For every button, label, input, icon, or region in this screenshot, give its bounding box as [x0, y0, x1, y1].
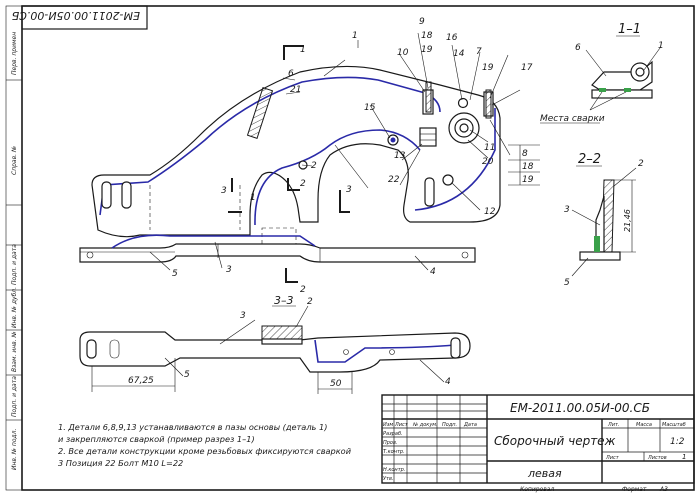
- callout: 5: [564, 278, 570, 288]
- side-label: Перв. примен: [11, 32, 18, 75]
- tb-sheet-label: Лист: [605, 455, 620, 461]
- callout: 5: [184, 370, 190, 380]
- callout: 1: [658, 41, 664, 51]
- technical-notes: 1. Детали 6,8,9,13 устанавливаются в паз…: [58, 422, 352, 468]
- tb-col-header: № докум.: [412, 422, 438, 428]
- callout: 1: [352, 31, 358, 41]
- view-title: 1–1: [618, 22, 641, 37]
- tb-format-value: А3: [659, 486, 668, 493]
- callout: 2: [307, 297, 313, 307]
- callout: 2: [638, 159, 644, 169]
- callout: 4: [445, 377, 451, 387]
- tb-row-label: Утв.: [383, 476, 394, 482]
- tb-format-label: Формат: [622, 486, 647, 493]
- left-side-strip: Перв. примен Справ. № Подп. и дата Инв. …: [5, 5, 23, 491]
- tb-col-header: Подп.: [442, 422, 457, 428]
- callout: 2: [300, 285, 306, 295]
- note-line: 2. Все детали конструкции кроме резьбовы…: [58, 446, 352, 456]
- side-label: Инв. № дубл.: [11, 287, 18, 328]
- view-3-3: 3–3 3 2 5 4 67,25 50: [79, 294, 471, 394]
- tb-scale-value: 1:2: [670, 437, 685, 447]
- view-2-2: 2–2 21,46 2 3 5: [564, 152, 644, 288]
- callout: 12: [484, 207, 496, 217]
- side-label: Инв. № подл.: [11, 429, 18, 470]
- weld-note: Места сварки: [540, 114, 605, 124]
- tb-row-label: Разраб.: [383, 431, 403, 437]
- tb-sheets-value: 1: [682, 453, 686, 461]
- note-line: 3 Позиция 22 Болт М10 L=22: [58, 458, 183, 468]
- side-label: Подп. и дата: [11, 244, 18, 285]
- callout: 5: [172, 269, 178, 279]
- callout: 18: [522, 162, 534, 172]
- callout: 3: [564, 205, 570, 215]
- tb-sheets-label: Листов: [647, 455, 667, 461]
- view-title: 3–3: [274, 294, 294, 307]
- dimension: 50: [330, 379, 342, 389]
- view-1-1: 1–1 6 1 Места сварки: [540, 22, 664, 124]
- dimension: 67,25: [128, 376, 154, 386]
- callout: 3: [346, 185, 352, 195]
- callout: 13: [394, 151, 406, 161]
- tb-scale-label: Масштаб: [662, 422, 686, 428]
- callout: 17: [521, 63, 533, 73]
- callout: 6: [288, 69, 294, 79]
- callout: 2: [311, 161, 317, 171]
- tb-row-label: Пров.: [383, 440, 398, 446]
- title-subtitle: левая: [527, 467, 562, 480]
- callout: 10: [397, 48, 409, 58]
- tb-copied: Копировал: [520, 486, 554, 493]
- tb-col-header: Изм: [383, 422, 393, 428]
- section-mark: 1: [300, 45, 306, 55]
- callout: 7: [476, 47, 482, 57]
- view-title: 2–2: [578, 152, 601, 167]
- note-line: 1. Детали 6,8,9,13 устанавливаются в паз…: [58, 422, 327, 432]
- tb-mass-label: Масса: [636, 422, 652, 428]
- callout: 8: [522, 149, 528, 159]
- callout: 19: [482, 63, 494, 73]
- callout: 20: [482, 157, 494, 167]
- callout: 1: [250, 193, 256, 203]
- rotated-code: ЕМ-2011.00.05И-00.СБ: [12, 9, 140, 22]
- title-block: ЕМ-2011.00.05И-00.СБ Сборочный чертеж ле…: [381, 394, 695, 493]
- side-label: Подп. и дата: [11, 376, 18, 417]
- callout: 19: [522, 175, 534, 185]
- callout: 14: [453, 49, 465, 59]
- callout: 3: [221, 186, 227, 196]
- callout: 9: [419, 17, 425, 27]
- callout: 19: [421, 45, 433, 55]
- main-view: 6 21 1 10 9 18 19 16 14 7 19 17 15 13 2 …: [79, 17, 540, 295]
- tb-row-label: Т.контр.: [383, 449, 405, 455]
- note-line: и закрепляются сваркой (пример разрез 1–…: [58, 434, 255, 444]
- title-code: ЕМ-2011.00.05И-00.СБ: [510, 401, 650, 415]
- callout: 3: [240, 311, 246, 321]
- tb-col-header: Лист: [394, 422, 409, 428]
- callout: 11: [484, 143, 495, 153]
- callout: 21: [290, 85, 301, 95]
- callout: 4: [430, 267, 436, 277]
- title-name: Сборочный чертеж: [494, 434, 616, 448]
- callout: 3: [226, 265, 232, 275]
- rotated-code-stamp: ЕМ-2011.00.05И-00.СБ: [12, 5, 148, 30]
- callout: 22: [388, 175, 400, 185]
- callout: 16: [446, 33, 458, 43]
- callout: 2: [300, 179, 306, 189]
- callout: 15: [364, 103, 376, 113]
- side-label: Взам. инв. №: [11, 331, 18, 372]
- tb-lit-label: Лит.: [607, 422, 620, 428]
- callout: 18: [421, 31, 433, 41]
- dimension: 21,46: [623, 209, 632, 232]
- tb-col-header: Дата: [463, 422, 477, 428]
- side-label: Справ. №: [11, 146, 18, 175]
- callout: 6: [575, 43, 581, 53]
- tb-row-label: Н.контр.: [383, 467, 405, 473]
